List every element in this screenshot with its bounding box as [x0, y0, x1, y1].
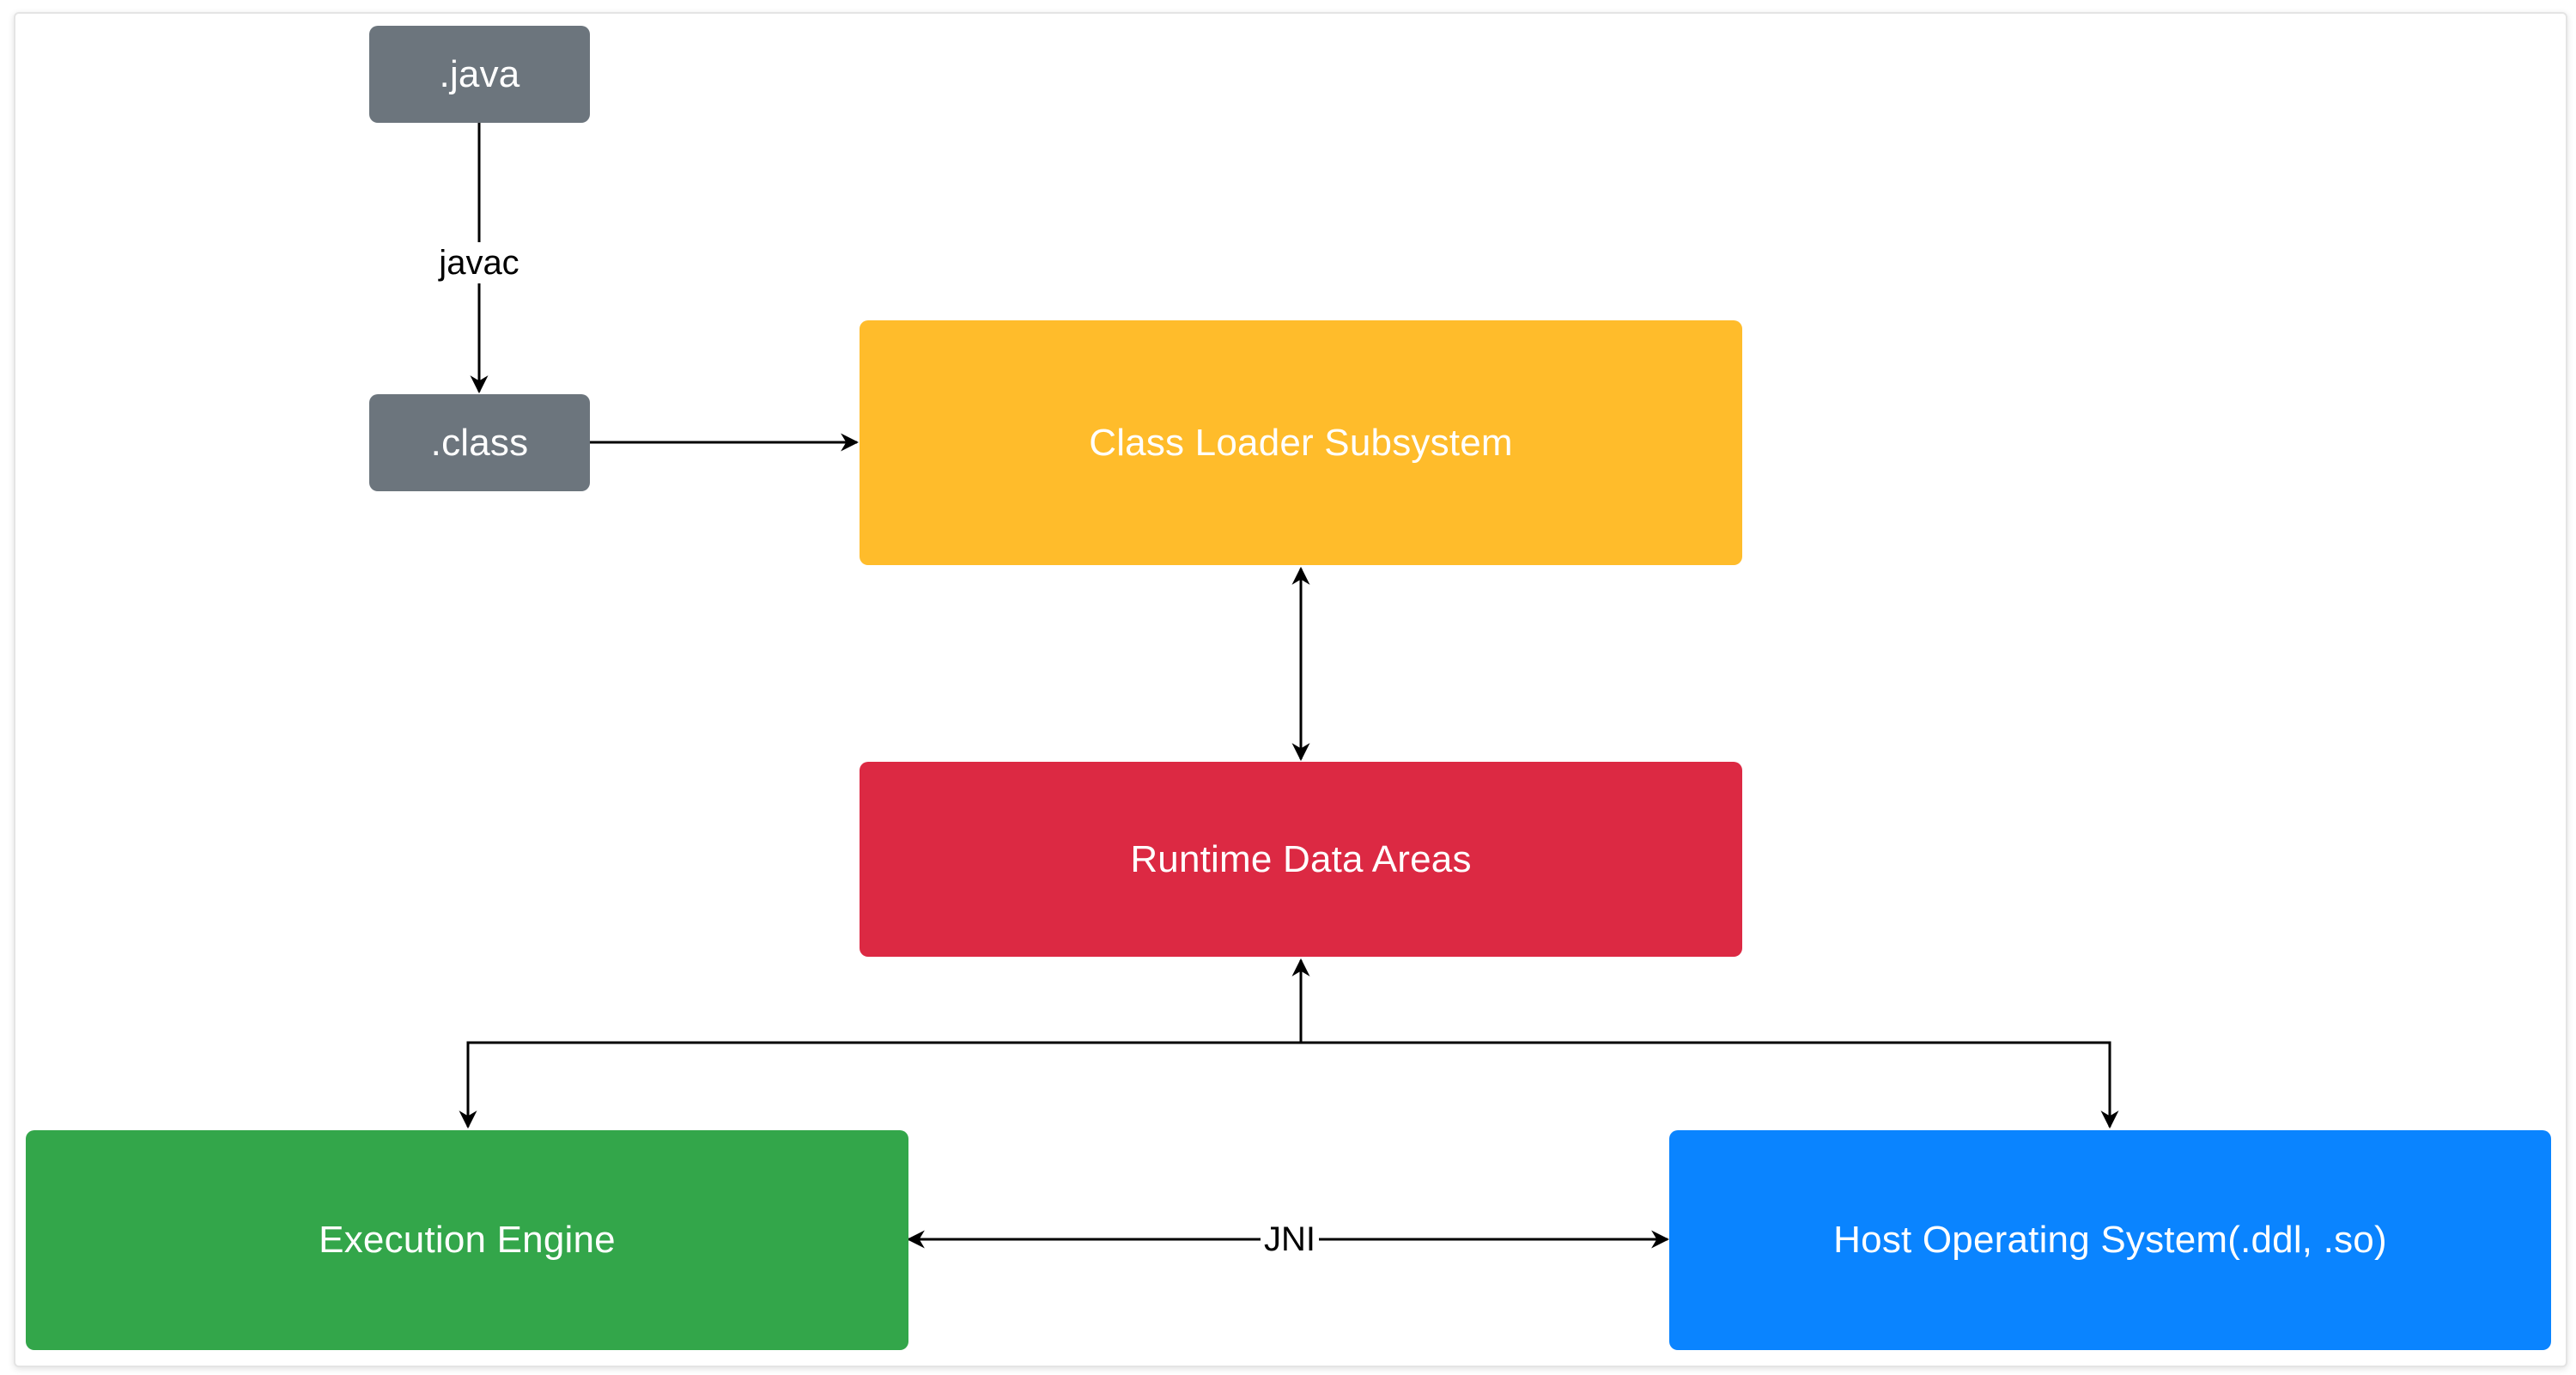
- runtime-data-areas-label: Runtime Data Areas: [1130, 837, 1472, 880]
- javac-label: javac: [435, 242, 523, 283]
- jni-label: JNI: [1261, 1219, 1319, 1260]
- host-os-label: Host Operating System(.ddl, .so): [1833, 1219, 2387, 1261]
- class-file-node[interactable]: .class: [369, 394, 590, 491]
- class-loader-label: Class Loader Subsystem: [1089, 421, 1513, 464]
- host-os-node[interactable]: Host Operating System(.ddl, .so): [1669, 1130, 2551, 1350]
- java-file-label: .java: [439, 52, 520, 95]
- class-loader-node[interactable]: Class Loader Subsystem: [860, 320, 1742, 565]
- class-file-label: .class: [430, 421, 529, 464]
- runtime-data-areas-node[interactable]: Runtime Data Areas: [860, 762, 1742, 957]
- java-file-node[interactable]: .java: [369, 26, 590, 123]
- execution-engine-label: Execution Engine: [319, 1219, 616, 1261]
- edge-runtime-to-execution: [459, 1041, 1301, 1129]
- edge-runtime-to-hostos: [1301, 1041, 2119, 1129]
- execution-engine-node[interactable]: Execution Engine: [26, 1130, 908, 1350]
